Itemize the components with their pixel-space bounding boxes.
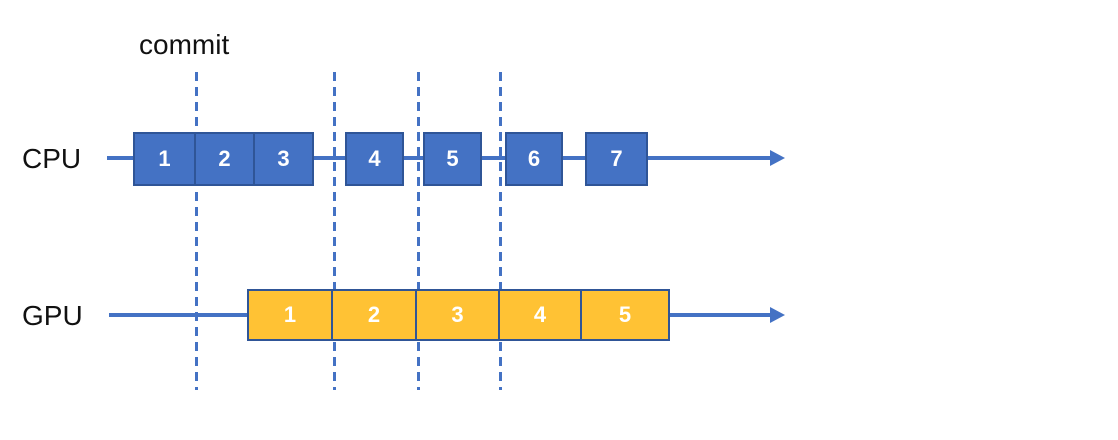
cpu-frame-block: 2 — [194, 132, 255, 186]
cpu-frame-block: 1 — [133, 132, 196, 186]
cpu-track-label: CPU — [22, 143, 82, 174]
commit-dashed-line — [195, 72, 198, 390]
gpu-timeline-arrowhead-icon — [770, 307, 785, 323]
gpu-frame-block: 1 — [247, 289, 333, 341]
cpu-frame-block: 4 — [345, 132, 404, 186]
cpu-timeline-arrowhead-icon — [770, 150, 785, 166]
gpu-frame-block: 5 — [580, 289, 670, 341]
gpu-frame-block: 3 — [415, 289, 500, 341]
commit-dashed-line — [417, 72, 420, 390]
commit-label: commit — [139, 29, 230, 60]
cpu-frame-block: 5 — [423, 132, 482, 186]
gpu-track-label: GPU — [22, 300, 83, 331]
commit-dashed-line — [499, 72, 502, 390]
cpu-frame-block: 7 — [585, 132, 648, 186]
cpu-frame-block: 6 — [505, 132, 563, 186]
gpu-frame-block: 2 — [331, 289, 417, 341]
gpu-frame-block: 4 — [498, 289, 582, 341]
cpu-frame-block: 3 — [253, 132, 314, 186]
commit-dashed-line — [333, 72, 336, 390]
